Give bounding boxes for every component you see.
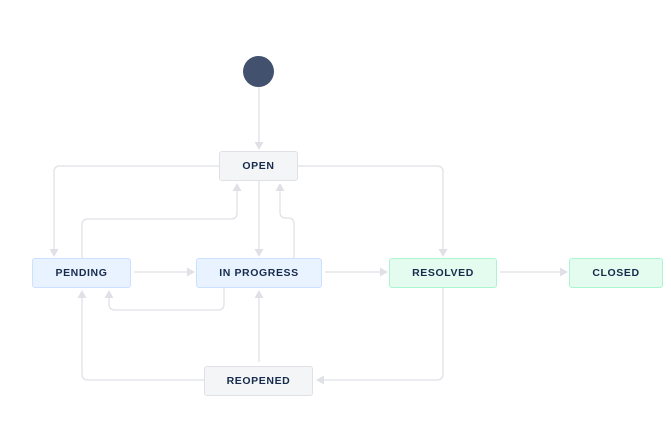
status-label-resolved: RESOLVED [412,267,474,279]
transition-start-to-open [254,87,264,150]
arrowhead-icon [49,249,59,257]
status-label-pending: PENDING [55,267,108,279]
transition-reopened-to-in-progress [254,290,264,362]
arrowhead-icon [232,183,242,191]
transition-resolved-to-reopened [316,288,444,385]
status-label-in-progress: IN PROGRESS [219,267,299,279]
status-node-pending[interactable]: PENDING [32,258,131,288]
status-label-open: OPEN [242,160,275,172]
transition-pending-to-open [81,183,242,258]
transition-pending-to-in-progress [134,267,195,277]
start-node[interactable] [243,56,274,87]
transition-reopened-to-pending [77,290,204,381]
status-label-reopened: REOPENED [226,375,291,387]
arrowhead-icon [254,142,264,150]
status-node-reopened[interactable]: REOPENED [204,366,313,396]
arrowhead-icon [316,375,324,385]
arrowhead-icon [275,183,285,191]
status-label-closed: CLOSED [592,267,640,279]
arrowhead-icon [77,290,87,298]
transition-in-progress-to-open [275,183,295,258]
arrowhead-icon [104,290,114,298]
arrowhead-icon [187,267,195,277]
arrowhead-icon [438,249,448,257]
status-node-open[interactable]: OPEN [219,151,298,181]
transition-in-progress-to-pending [104,288,225,311]
transition-open-to-in-progress [254,181,264,257]
transition-open-to-pending [49,165,219,257]
arrowhead-icon [380,267,388,277]
status-node-closed[interactable]: CLOSED [569,258,663,288]
arrowhead-icon [560,267,568,277]
transition-open-to-resolved [298,165,448,257]
transition-resolved-to-closed [500,267,568,277]
status-node-in-progress[interactable]: IN PROGRESS [196,258,322,288]
arrowhead-icon [254,249,264,257]
transition-in-progress-to-resolved [325,267,388,277]
status-node-resolved[interactable]: RESOLVED [389,258,497,288]
arrowhead-icon [254,290,264,298]
